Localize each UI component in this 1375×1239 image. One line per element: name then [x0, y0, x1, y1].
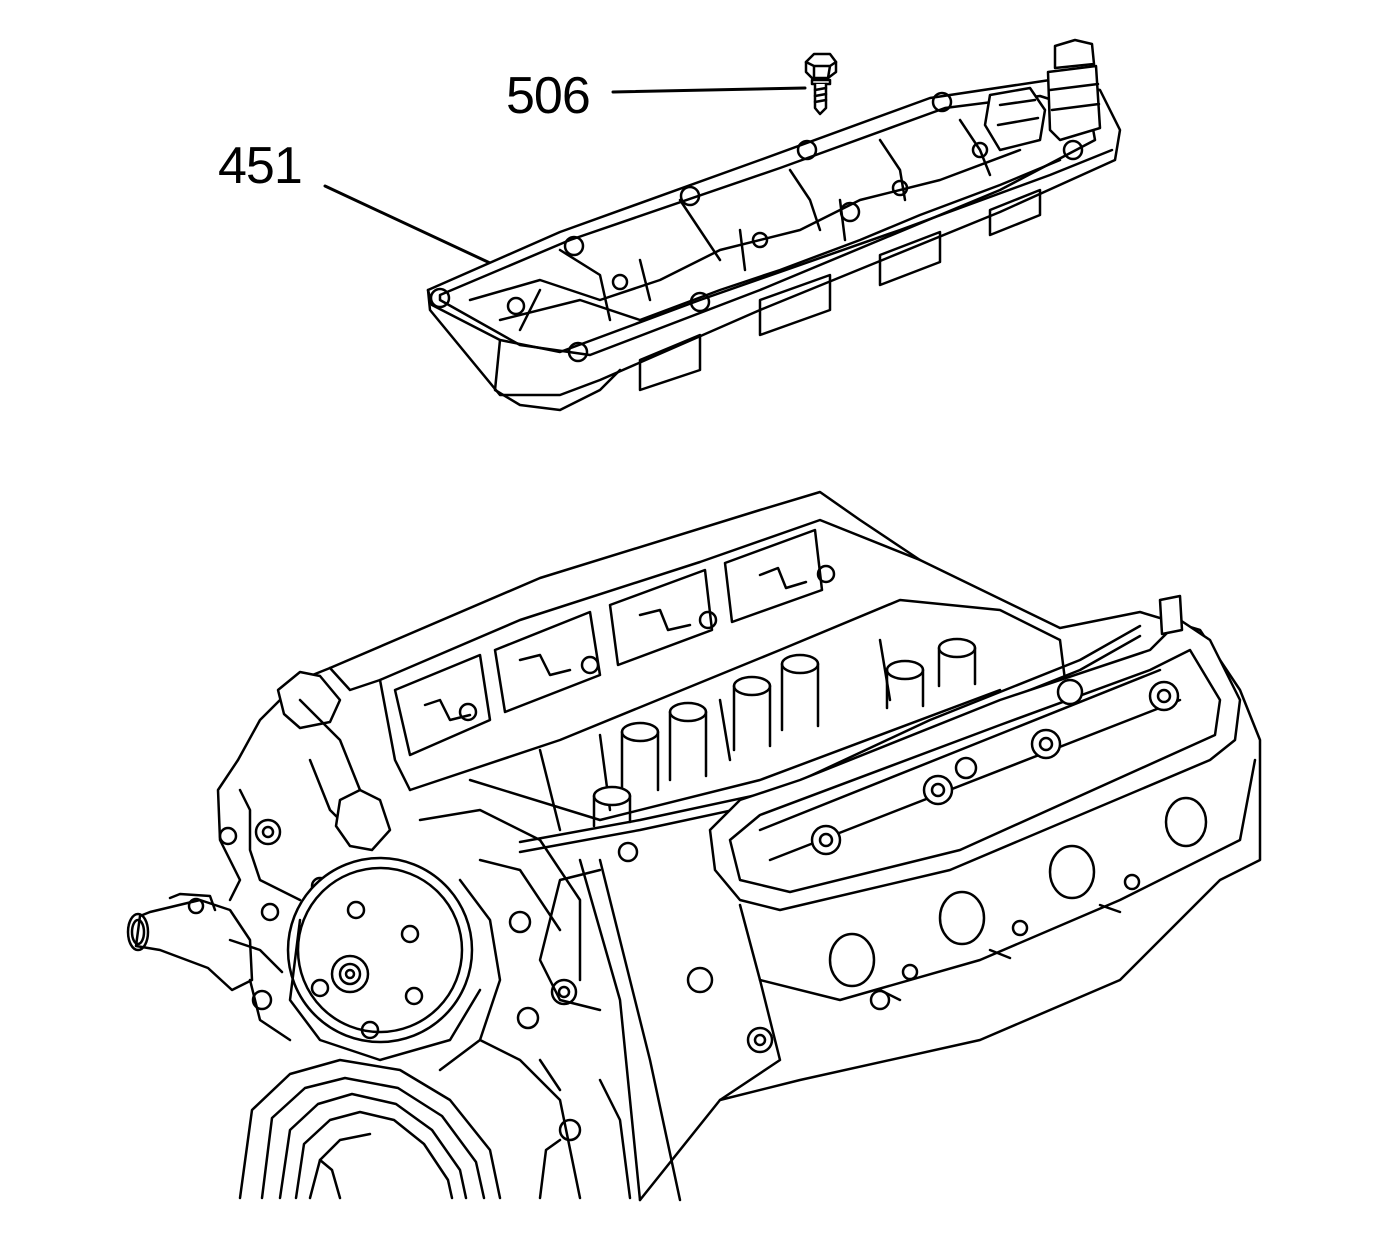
- leader-line-451: [323, 184, 507, 272]
- callout-number-506: 506: [506, 67, 591, 125]
- bolt-part: [804, 52, 838, 116]
- callout-number-451: 451: [218, 137, 303, 195]
- engine-block: [126, 490, 1262, 1202]
- leader-line-506: [611, 86, 807, 94]
- valley-cover-part: [426, 38, 1122, 412]
